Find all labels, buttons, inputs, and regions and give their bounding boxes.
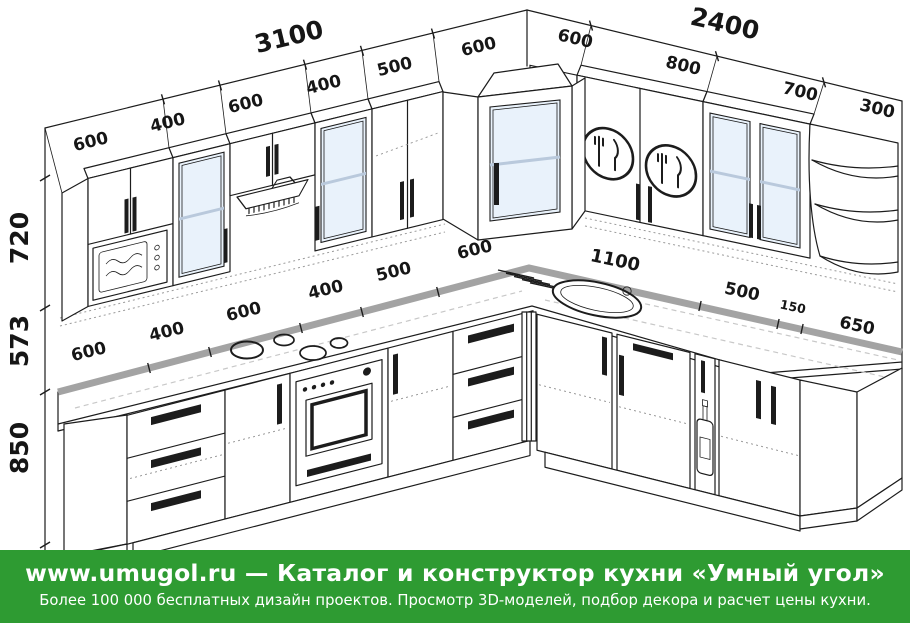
dim-height-base: 850	[5, 422, 34, 474]
range-hood-icon	[236, 176, 309, 217]
plinth-left	[132, 439, 531, 550]
upper-cabinet-600-hood	[229, 122, 316, 217]
base-cabinet-500-drawers	[452, 310, 534, 461]
dim-counter-left-2: 400	[147, 318, 186, 346]
oven-icon	[295, 359, 383, 487]
dim-upper-right-2: 800	[664, 52, 703, 80]
base-cabinets-left-run	[63, 310, 534, 550]
upper-cabinet-500	[371, 90, 444, 238]
dim-upper-left-5: 500	[375, 53, 414, 81]
cutlery-plate-icon	[644, 144, 698, 198]
banner: www.umugol.ru — Каталог и конструктор ку…	[0, 550, 910, 623]
dimension-frame	[39, 9, 903, 550]
countertop	[57, 264, 903, 432]
corner-shelf-icon	[808, 123, 899, 275]
base-cabinet-600-drawers	[126, 389, 226, 545]
dim-height-upper: 720	[5, 212, 34, 264]
base-bottle-rack-150	[694, 353, 716, 496]
dim-counter-left-1: 600	[69, 338, 108, 366]
base-cabinet-1100-sink	[536, 313, 613, 470]
base-corner-angled-face	[799, 379, 858, 517]
dim-upper-left-3: 600	[226, 90, 265, 118]
dim-counter-left-6: 600	[455, 236, 494, 264]
base-left-side-panel	[63, 414, 128, 550]
dim-total-left: 3100	[252, 15, 326, 59]
upper-corner-cabinet-600	[442, 63, 586, 241]
drainboard-lines	[497, 269, 567, 292]
wall-guide-lines	[59, 217, 899, 327]
dim-counter-right-2: 500	[723, 279, 762, 306]
dim-upper-right-3: 700	[781, 78, 820, 106]
base-cabinet-600-oven	[289, 347, 389, 503]
bottle-icon	[696, 399, 714, 476]
cooktop-icon	[230, 333, 349, 361]
dim-upper-left-2: 400	[148, 109, 187, 137]
upper-cabinet-800-decor	[576, 74, 704, 237]
microwave-icon	[92, 229, 168, 301]
upper-cabinet-400-glass-2	[314, 108, 373, 252]
dim-counter-right-3: 150	[779, 297, 808, 317]
plinth-right	[544, 451, 801, 532]
upper-cabinet-400-glass	[172, 143, 231, 287]
upper-corner-shelves-300	[808, 123, 899, 275]
upper-cabinet-600-microwave	[87, 157, 174, 308]
dim-counter-right-1: 1100	[588, 245, 641, 276]
banner-subtitle: Более 100 000 бесплатных дизайн проектов…	[39, 592, 871, 609]
dim-upper-left-4: 400	[304, 71, 343, 99]
dim-counter-left-5: 500	[374, 258, 413, 286]
cutlery-plate-icon	[581, 126, 635, 181]
upper-cabinet-700-glass	[702, 101, 811, 259]
dim-upper-right-1: 600	[556, 25, 595, 53]
base-cabinet-400-door-2	[387, 330, 454, 478]
base-cabinet-500-right	[616, 333, 691, 490]
upper-cabinets-left-wall	[61, 80, 444, 322]
base-cabinet-400-door	[224, 372, 291, 520]
dim-counter-left-3: 600	[224, 298, 263, 326]
base-cabinets-right-run	[536, 313, 903, 532]
dim-height-backsplash: 573	[5, 315, 34, 367]
dim-upper-left-1: 600	[71, 128, 110, 156]
base-corner-cabinet-650	[718, 359, 801, 517]
kitchen-line-drawing: 3100 2400 600 400 600 400 500 600 600 80…	[5, 2, 903, 550]
dim-counter-left-4: 400	[306, 276, 345, 304]
dim-upper-right-4: 300	[858, 95, 897, 123]
banner-title: www.umugol.ru — Каталог и конструктор ку…	[25, 559, 885, 587]
dim-upper-left-6: 600	[459, 33, 498, 61]
upper-left-side-panel	[61, 177, 89, 322]
dim-total-right: 2400	[688, 2, 762, 46]
base-corner-post	[521, 311, 537, 442]
sink-icon	[551, 279, 643, 319]
